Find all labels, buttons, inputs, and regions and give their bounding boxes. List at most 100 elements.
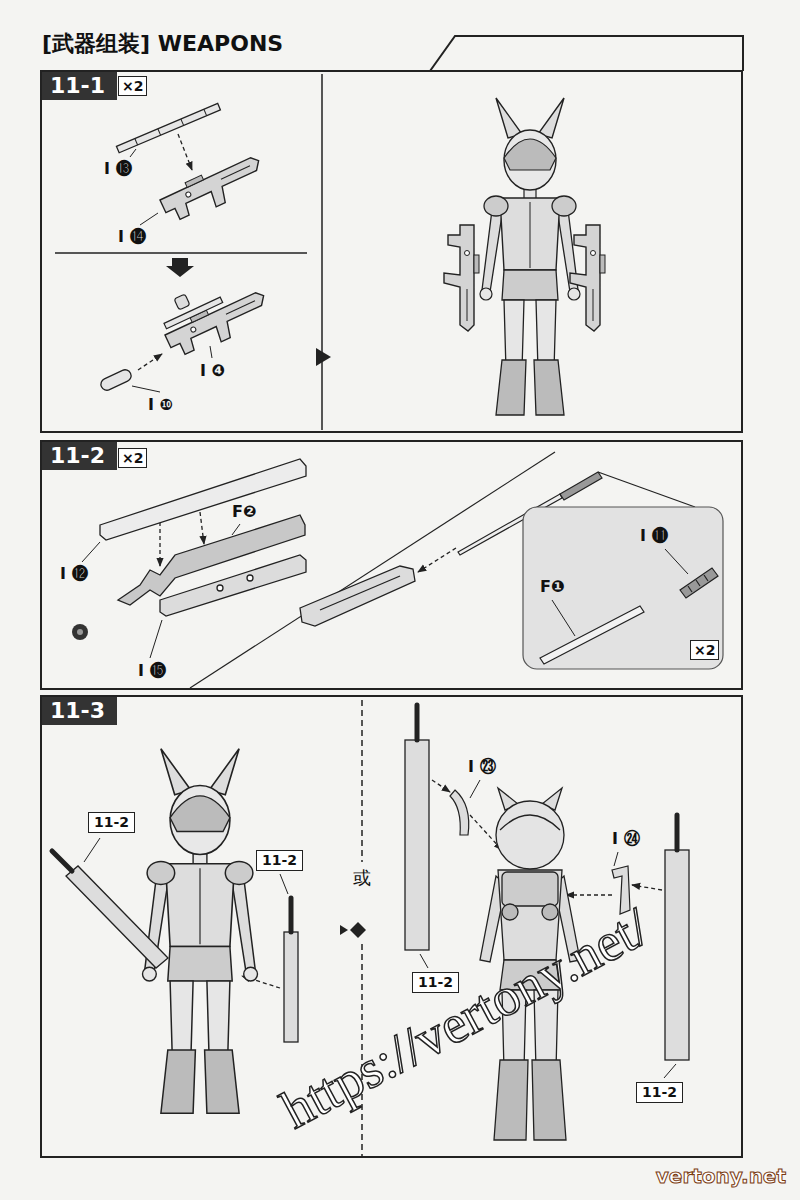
part-label: I ⓫ — [640, 527, 668, 545]
rail-part — [116, 103, 220, 152]
part-label: F❷ — [232, 503, 256, 521]
hilt-part — [688, 586, 692, 592]
figure-back — [532, 1060, 566, 1140]
sheathed-sword — [66, 866, 168, 968]
step-reference-box: 11-2 — [88, 812, 135, 833]
figure-back — [496, 801, 564, 869]
assembled-gun — [160, 280, 273, 362]
assembled-gun — [160, 280, 273, 362]
part-label: I ⓮ — [118, 228, 146, 246]
watermark: https://vertony.net/ — [272, 896, 659, 1140]
reference-text: 11-2 — [257, 851, 302, 870]
blade-part — [540, 606, 644, 664]
reference-text: 11-2 — [89, 813, 134, 832]
part-label: I ⓬ — [60, 565, 88, 583]
rail-part — [158, 129, 161, 135]
assembly-arrow — [138, 354, 162, 370]
watermark: vertony.net — [656, 1164, 786, 1188]
flow-arrow-symbol — [340, 925, 348, 935]
sheathed-sword — [405, 740, 429, 950]
quantity-box: ×2 — [118, 448, 147, 468]
assembly-arrow — [566, 894, 612, 895]
leader-line — [140, 213, 158, 225]
gun-part — [158, 151, 269, 228]
bracket-part — [450, 790, 630, 914]
leader-line — [84, 838, 100, 862]
sheathed-sword — [675, 815, 680, 850]
assembly-arrow — [159, 522, 160, 566]
part-label: I ㉔ — [612, 830, 640, 848]
assembled-gun — [174, 294, 190, 310]
part-label: I ❹ — [200, 362, 225, 380]
cylinder-part — [99, 368, 133, 392]
page-title: [武器组装] WEAPONS — [42, 30, 283, 58]
leader-line — [614, 852, 618, 866]
frame-lines — [321, 74, 323, 430]
leader-line — [664, 1064, 676, 1078]
paint-symbol — [72, 624, 88, 640]
sheath-parts — [217, 585, 223, 591]
step-number: 11-3 — [42, 697, 117, 725]
part-label: I ㉓ — [468, 758, 496, 776]
figure — [570, 225, 605, 331]
figure — [143, 749, 258, 1114]
figure — [444, 225, 479, 331]
flow-arrow-symbol — [316, 348, 331, 366]
figure-back — [502, 872, 558, 906]
hilt-part — [704, 575, 708, 581]
figure — [143, 749, 258, 1114]
sheath-parts — [100, 459, 306, 616]
assembled-sheath — [300, 566, 415, 626]
step-panel: ×2×211-2 — [40, 440, 743, 690]
rail-part — [116, 103, 220, 152]
sheathed-sword — [289, 898, 294, 932]
assembly-arrow — [432, 780, 450, 792]
step-reference-box: 11-2 — [636, 1082, 683, 1103]
frame-lines — [430, 36, 743, 71]
rail-part — [135, 139, 138, 145]
leader-line — [232, 524, 240, 535]
leader-line — [130, 149, 136, 157]
leader-line — [150, 620, 162, 658]
part-label: F❶ — [540, 578, 564, 596]
blade-part — [540, 606, 644, 664]
part-label: I ❿ — [148, 396, 173, 414]
quantity-box: ×2 — [118, 76, 147, 96]
assembled-gun — [164, 297, 223, 329]
step-number: 11-2 — [42, 442, 117, 470]
assembly-arrow — [178, 134, 192, 170]
leader-line — [82, 542, 100, 562]
paint-symbol — [72, 624, 88, 640]
sheathed-sword — [665, 850, 689, 1060]
assembly-arrow — [418, 548, 456, 572]
assembly-arrow — [632, 885, 662, 890]
detail-inset — [523, 507, 723, 669]
sheathed-sword — [284, 932, 298, 1042]
part-label: I ⓭ — [104, 160, 132, 178]
quantity-box: ×2 — [690, 640, 719, 660]
assembled-sheath — [320, 576, 400, 610]
rail-part — [204, 109, 207, 115]
leader-line — [420, 954, 428, 968]
hilt-part — [696, 580, 700, 586]
figure — [480, 98, 580, 415]
quantity-text: ×2 — [119, 449, 146, 467]
cylinder-part — [99, 368, 133, 392]
leader-line — [280, 874, 288, 894]
sheathed-sword — [52, 851, 72, 871]
alternative-label: 或 — [351, 867, 373, 889]
reference-text: 11-2 — [413, 973, 458, 992]
reference-text: 11-2 — [637, 1083, 682, 1102]
assembled-gun — [163, 286, 274, 363]
leader-line — [210, 346, 212, 358]
hilt-part — [680, 568, 718, 598]
leader-line — [132, 386, 160, 392]
flow-arrow-symbol — [350, 922, 366, 938]
callout-line — [190, 452, 555, 688]
sheath-parts — [247, 575, 253, 581]
step-panel: ×211-1 — [40, 70, 743, 433]
figure — [444, 98, 605, 415]
assembled-sheath — [300, 566, 415, 626]
detail-inset — [523, 507, 723, 669]
hilt-part — [680, 568, 718, 598]
